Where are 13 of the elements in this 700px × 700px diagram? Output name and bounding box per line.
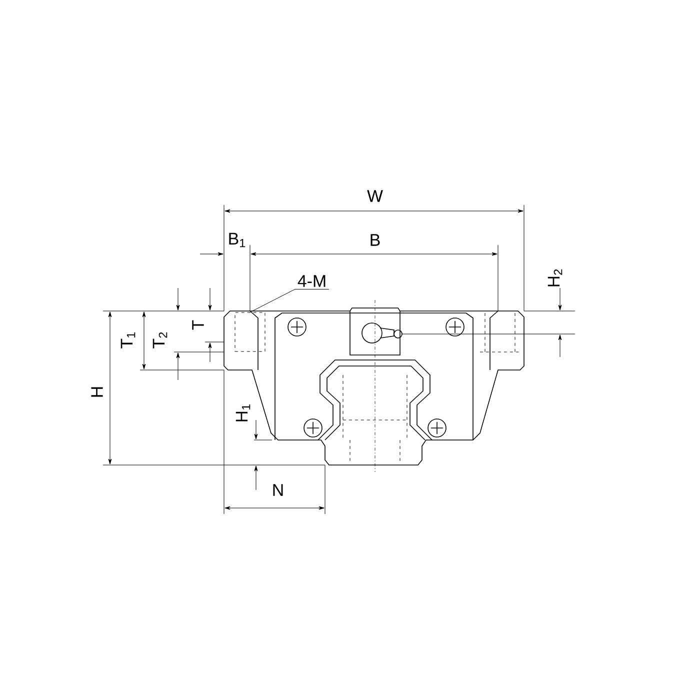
threaded-hole <box>234 312 266 352</box>
leader-line <box>250 288 330 312</box>
dimension-label: H$_{1}$ <box>236 404 250 422</box>
dimension-label: B$_{1}$ <box>229 232 246 248</box>
dimension-label: T$_{2}$ <box>152 332 168 348</box>
dimension-label: H <box>91 387 103 397</box>
dimension-label: H$_{2}$ <box>548 269 562 286</box>
dimension-label: T <box>192 320 204 330</box>
dimension-label: T$_{1}$ <box>120 332 136 348</box>
dimension-label: W <box>367 190 383 202</box>
dimension-label: N <box>273 484 283 496</box>
callout-label: 4-M <box>298 275 326 287</box>
dimension-label: B <box>370 234 380 246</box>
